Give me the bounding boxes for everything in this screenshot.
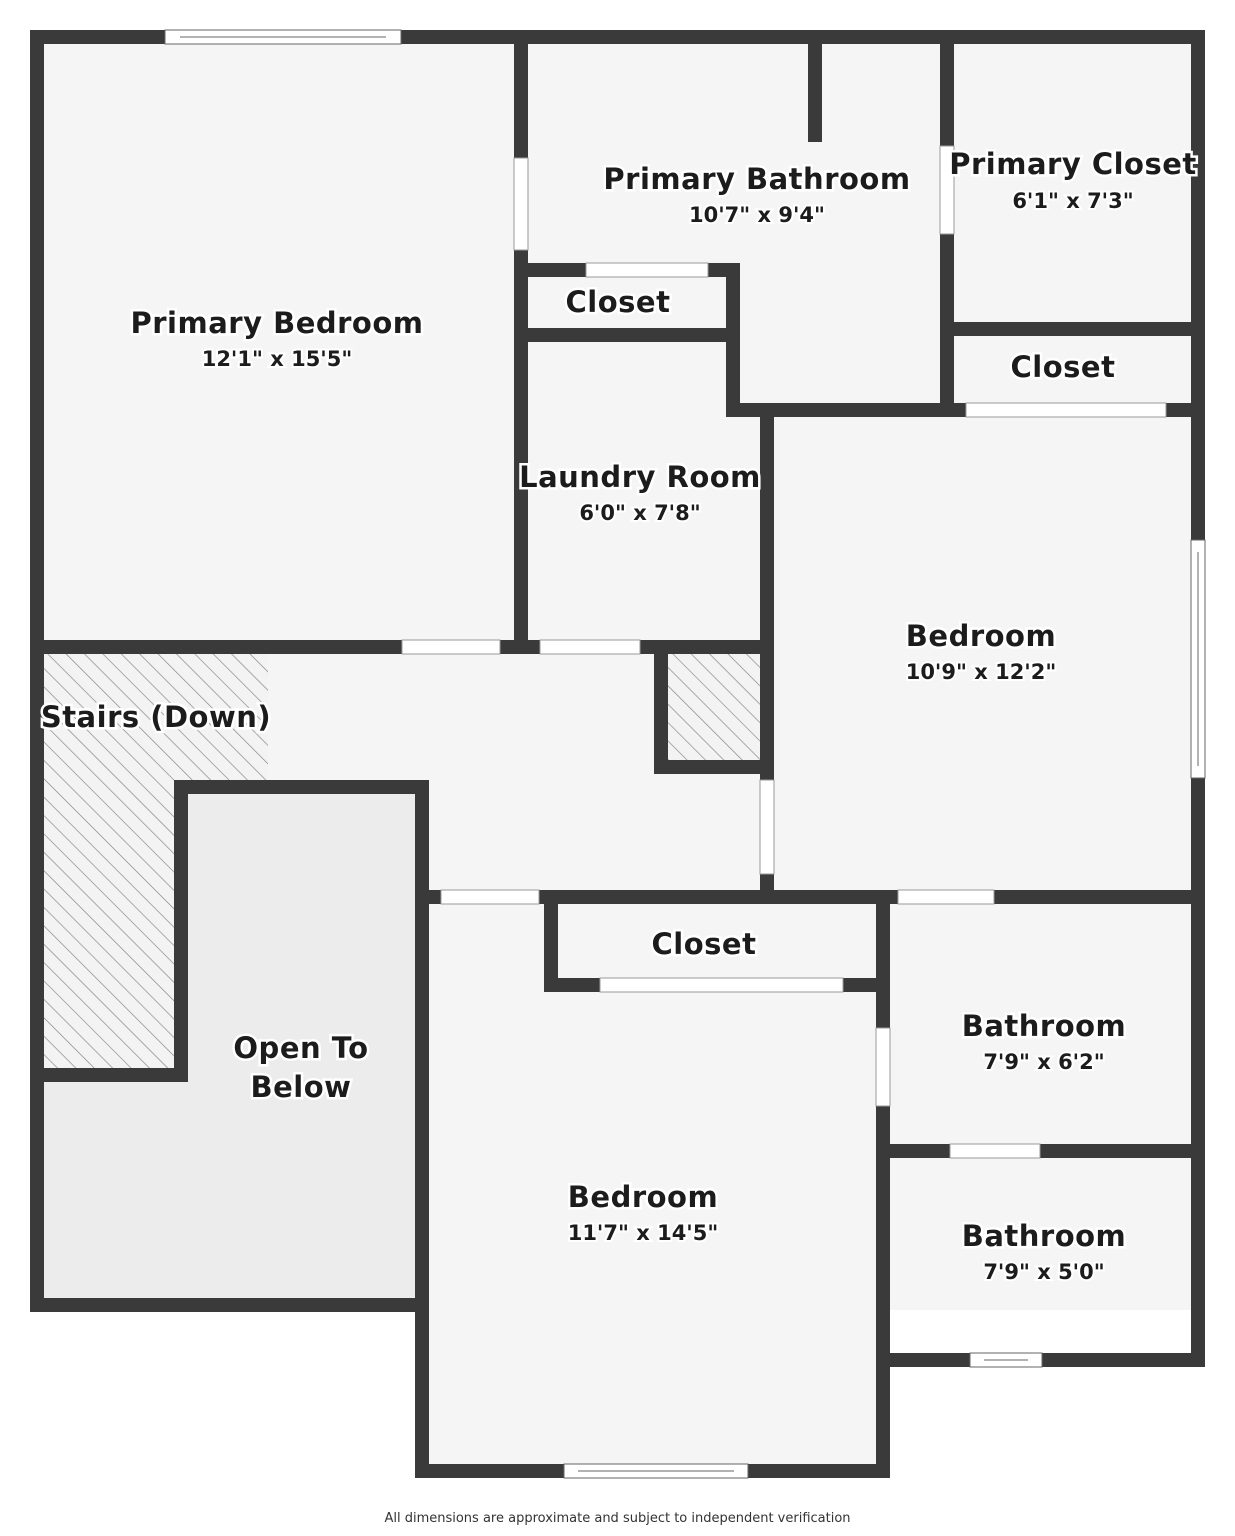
primary-closet-dims: 6'1" x 7'3": [1012, 189, 1133, 213]
primary-bathroom-name: Primary Bathroom: [603, 162, 910, 196]
closet-name: Closet: [1011, 350, 1116, 384]
door-openings: [401, 145, 1167, 1159]
primary-bathroom-dims: 10'7" x 9'4": [689, 203, 825, 227]
laundry-room-name: Laundry Room: [519, 460, 761, 494]
doorway: [513, 157, 529, 251]
floor-areas: [30, 30, 1205, 1478]
open-to-below-line2: Below: [251, 1070, 352, 1104]
bedroom-name: Bedroom: [906, 619, 1056, 653]
windows: [164, 29, 1206, 1479]
stairs-hatch: [37, 647, 268, 1075]
doorway: [539, 639, 641, 655]
chase-hatch: [661, 647, 767, 767]
laundry-room-dims: 6'0" x 7'8": [579, 501, 700, 525]
stairs-name: Stairs (Down): [41, 700, 271, 734]
primary-bedroom-name: Primary Bedroom: [131, 306, 424, 340]
doorway: [585, 262, 709, 278]
doorway: [897, 889, 995, 905]
doorway: [759, 779, 775, 875]
doorway: [401, 639, 501, 655]
doorway: [440, 889, 540, 905]
bedroom-dims: 11'7" x 14'5": [568, 1221, 719, 1245]
disclaimer: All dimensions are approximate and subje…: [384, 1511, 851, 1526]
doorway: [599, 977, 844, 993]
closet-name: Closet: [652, 927, 757, 961]
bathroom-dims: 7'9" x 6'2": [983, 1050, 1104, 1074]
open-to-below-line1: Open To: [233, 1031, 368, 1065]
open-to-below-area: [30, 1070, 422, 1310]
doorway: [939, 145, 955, 235]
closet-name: Closet: [566, 285, 671, 319]
room-labels: Primary Bedroom 12'1" x 15'5" Primary Ba…: [38, 145, 1198, 1287]
bathroom-name: Bathroom: [962, 1009, 1127, 1043]
bedroom-name: Bedroom: [568, 1180, 718, 1214]
doorway: [875, 1027, 891, 1107]
doorway: [965, 402, 1167, 418]
bathroom-dims: 7'9" x 5'0": [983, 1260, 1104, 1284]
bedroom-dims: 10'9" x 12'2": [906, 660, 1057, 684]
doorway: [949, 1143, 1041, 1159]
primary-bedroom-dims: 12'1" x 15'5": [202, 347, 353, 371]
bathroom-name: Bathroom: [962, 1219, 1127, 1253]
primary-closet-name: Primary Closet: [949, 147, 1197, 181]
